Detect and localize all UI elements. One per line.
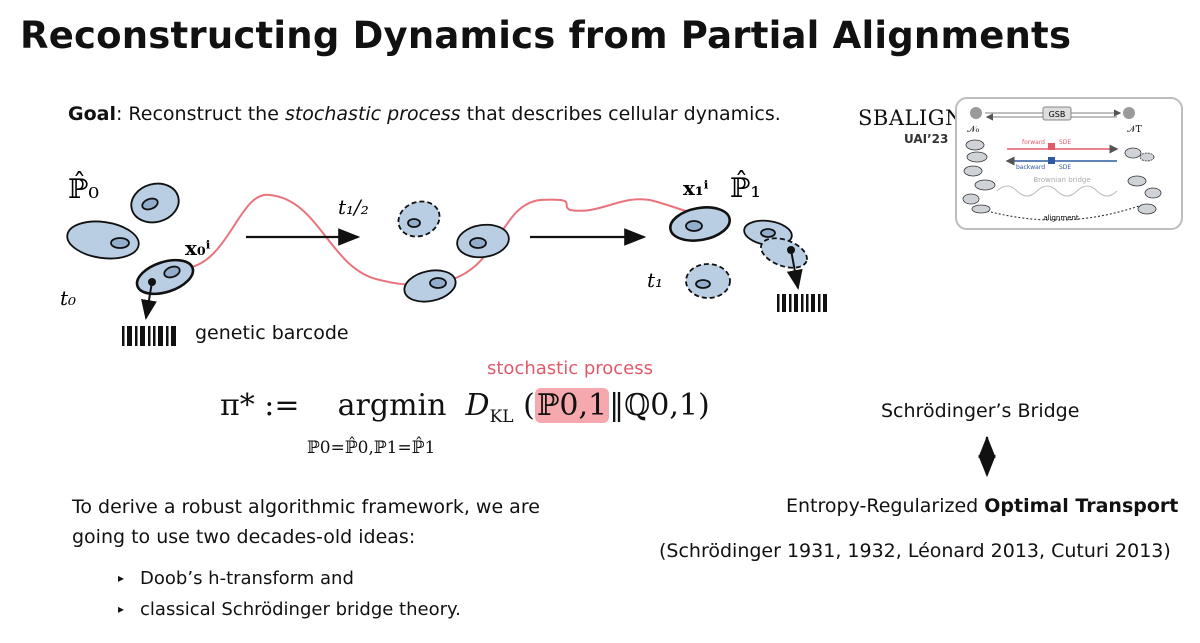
cell-x0: [135, 258, 195, 296]
ot-prefix: Entropy-Regularized: [786, 495, 985, 517]
schrodinger-bridge-label: Schrödinger’s Bridge: [881, 400, 1080, 422]
barcode-label: genetic barcode: [195, 322, 349, 344]
citations: (Schrödinger 1931, 1932, Léonard 2013, C…: [659, 540, 1171, 562]
t0-label: t₀: [60, 286, 76, 310]
bullet-item: classical Schrödinger bridge theory.: [118, 595, 461, 626]
stochastic-process-label: stochastic process: [487, 358, 654, 379]
formula-rest: ‖ℚ0,1): [609, 388, 710, 423]
cell-x1: [669, 206, 731, 242]
cell-p0-a: [130, 182, 180, 224]
derive-text: To derive a robust algorithmic framework…: [72, 496, 540, 548]
goal-statement: Goal: Reconstruct the stochastic process…: [68, 103, 781, 125]
forward-label: forward: [1022, 139, 1045, 146]
n0-node-icon: [970, 107, 982, 119]
gsb-box: [1042, 106, 1072, 121]
goal-lead: Goal: [68, 103, 116, 125]
optimal-transport-label: Entropy-Regularized Optimal Transport: [786, 495, 1178, 517]
n0-label: 𝒩₀: [967, 125, 980, 135]
alignment-label: alignment: [1043, 214, 1079, 222]
formula-argmin: argmin: [337, 388, 447, 423]
sde-forward-label: SDE: [1059, 139, 1071, 146]
formula-lhs: π* :=: [220, 388, 300, 423]
nt-node-icon: [1123, 107, 1135, 119]
nt-label: 𝒩T: [1127, 125, 1142, 135]
barcode-icon-right: [777, 294, 827, 312]
bullet-list: Doob’s h-transform and classical Schrödi…: [118, 564, 461, 626]
trajectory-path: [187, 193, 701, 286]
barcode-icon-left: [122, 326, 176, 346]
backward-label: backward: [1016, 164, 1045, 171]
sbalign-thumbnail-diagram: GSB 𝒩₀ 𝒩T forward SDE backward SDE Brown…: [962, 106, 1162, 222]
gsb-label: GSB: [1049, 110, 1066, 119]
goal-text-after: that describes cellular dynamics.: [460, 103, 781, 125]
x1-label: x₁ⁱ: [683, 176, 709, 200]
cell-thalf-dashed: [397, 200, 441, 238]
cell-mid-b: [403, 269, 457, 303]
formula-constraint: ℙ0=ℙ̂0,ℙ1=ℙ̂1: [307, 438, 436, 458]
brownian-bridge-label: Brownian bridge: [1033, 176, 1090, 184]
p0-label: ℙ̂₀: [68, 171, 99, 205]
sbalign-name: SBALIGN: [858, 106, 964, 130]
goal-text-before: : Reconstruct the: [115, 103, 285, 125]
t-half-label: t₁/₂: [338, 195, 369, 219]
sbalign-venue: UAI’23: [904, 132, 949, 146]
sde-backward-label: SDE: [1059, 164, 1071, 171]
formula-divergence: D: [465, 388, 490, 423]
x0-label: x₀ⁱ: [185, 236, 211, 260]
formula-open: (: [523, 388, 535, 423]
barcode-arrow-right: [786, 249, 803, 290]
goal-emphasis: stochastic process: [284, 103, 461, 125]
ot-bold: Optimal Transport: [984, 495, 1179, 517]
sbalign-thumbnail: GSB 𝒩₀ 𝒩T forward SDE backward SDE Brown…: [955, 97, 1183, 230]
cell-t1-dashed: [685, 263, 731, 299]
p1-label: ℙ̂₁: [730, 170, 761, 204]
cell-mid-a: [456, 223, 510, 259]
bullet-item: Doob’s h-transform and: [118, 564, 461, 595]
formula-divergence-sub: KL: [489, 407, 514, 427]
slide-title: Reconstructing Dynamics from Partial Ali…: [20, 14, 1072, 57]
cell-p0-b: [66, 220, 140, 260]
formula: π* := argmin DKL (ℙ0,1‖ℚ0,1): [220, 388, 710, 427]
t1-label: t₁: [647, 268, 663, 292]
formula-highlight: ℙ0,1: [534, 388, 610, 423]
barcode-arrow-left: [141, 281, 157, 320]
